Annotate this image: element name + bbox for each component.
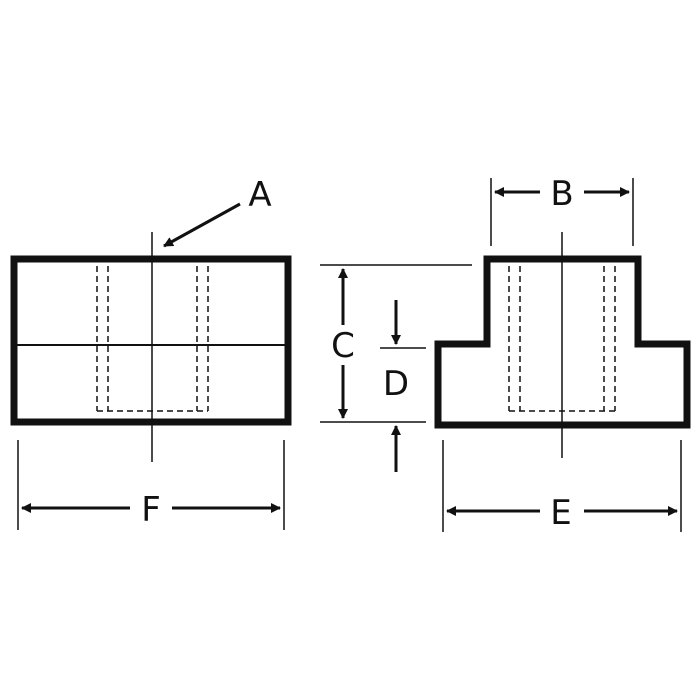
end-view-outline: [434, 255, 691, 429]
height-dimensions: C D: [320, 264, 472, 472]
dim-d-label: D: [383, 364, 409, 404]
dim-b-label: B: [550, 174, 573, 214]
dim-f-label: F: [141, 490, 161, 530]
dim-a-leader: [163, 202, 241, 248]
dim-e-label: E: [550, 493, 571, 533]
side-view-hidden-thread: [96, 266, 209, 412]
end-view: B E: [434, 174, 691, 533]
dim-a-label: A: [248, 175, 271, 215]
dim-c-label: C: [331, 326, 355, 366]
side-view: F A: [10, 175, 292, 530]
side-view-outline: [10, 255, 292, 426]
end-view-hidden-thread: [508, 266, 616, 412]
